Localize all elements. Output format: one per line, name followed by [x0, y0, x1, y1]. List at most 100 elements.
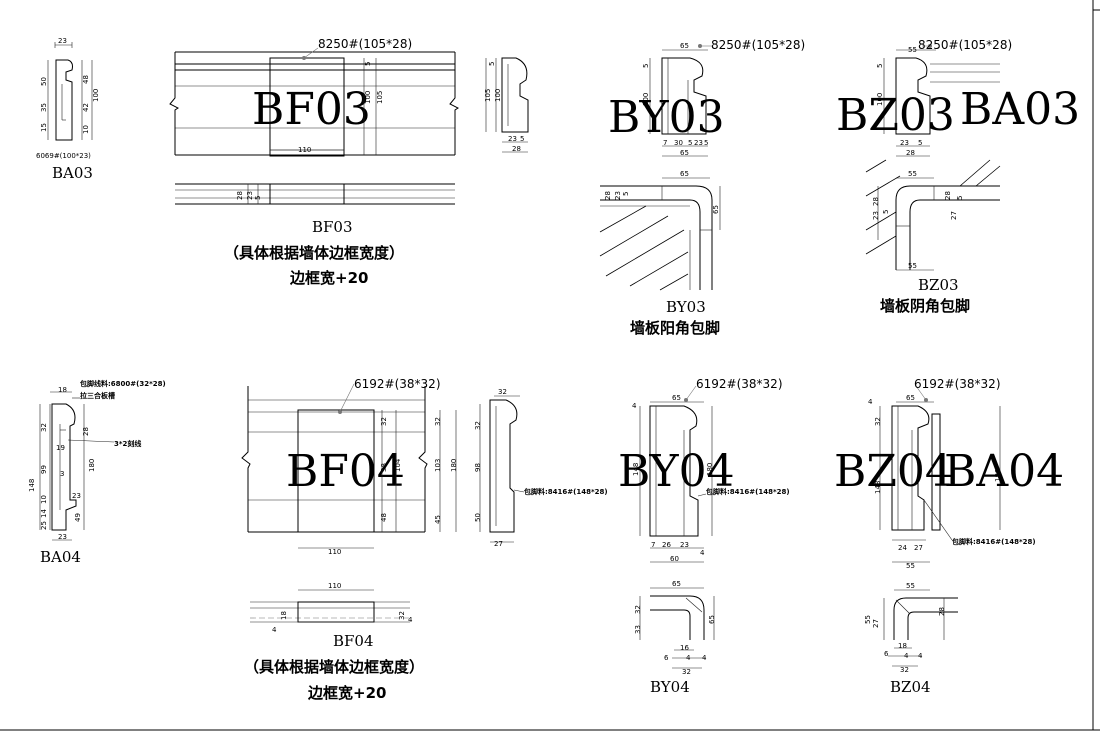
bz04-plan-dim-4b: 4 — [918, 652, 923, 660]
by04-plan-dim-32b: 32 — [682, 668, 691, 676]
by04-dim-4b: 4 — [700, 549, 705, 557]
by04-title: BY04 — [618, 446, 735, 497]
bf03-plan-dim-28: 28 — [236, 191, 244, 200]
ba04-dim-180: 180 — [88, 459, 96, 472]
bf03-side-dim-105: 105 — [484, 89, 492, 102]
bf03-plan-dim-23: 23 — [246, 191, 254, 200]
by04-dim-180: 180 — [706, 463, 714, 476]
ba04-dim-14: 14 — [40, 509, 48, 518]
by04-plan-dim-32: 32 — [634, 605, 642, 614]
by03-dim-5a: 5 — [688, 139, 692, 147]
by04-base-spec: 包脚料:8416#(148*28) — [706, 487, 790, 496]
bf04-dim-32b: 32 — [434, 417, 442, 426]
ba04-line-spec: 包脚线料:6800#(32*28) — [80, 379, 166, 388]
bz04-dim-55: 55 — [906, 562, 915, 570]
by03-spec: 8250#(105*28) — [711, 38, 805, 52]
ba03-top-dim: 23 — [58, 37, 67, 45]
ba03-profile: 23 50 35 15 48 42 10 100 6069#(100*23) B… — [36, 37, 100, 182]
bf04-side-dim-50: 50 — [474, 513, 482, 522]
bz04-plan-dim-55v: 55 — [864, 615, 872, 624]
ba03-dim-15: 15 — [40, 123, 48, 132]
ba03-spec: 6069#(100*23) — [36, 152, 91, 160]
bf03-side-dim-23: 23 — [508, 135, 517, 143]
bz04-plan-dim-27: 27 — [872, 619, 880, 628]
by04-dim-23: 23 — [680, 541, 689, 549]
bz03-plan-dim-27: 27 — [950, 211, 958, 220]
bf04-base-spec: 包脚料:8416#(148*28) — [524, 487, 608, 496]
bf04-side-dim-98: 98 — [474, 463, 482, 472]
ba04-dim-49: 49 — [74, 513, 82, 522]
bf03-side-profile: 105 100 5 23 5 28 — [484, 57, 529, 153]
bz03-caption: BZ03 — [918, 276, 959, 294]
ba03-dim-35: 35 — [40, 103, 48, 112]
by04-dim-26: 26 — [662, 541, 671, 549]
by03-dim-5: 5 — [642, 64, 650, 68]
ba04-dim-25: 25 — [40, 521, 48, 530]
bz03-plan-dim-55: 55 — [908, 170, 917, 178]
bz03-plan-dim-28: 28 — [872, 197, 880, 206]
by03-plan-dim-65: 65 — [680, 170, 689, 178]
bf03-dim-105: 105 — [376, 91, 384, 104]
ba04-dim-19: 19 — [56, 444, 65, 452]
bf04-side-profile: 32 32 98 50 27 包脚料:8416#(148*28) — [474, 388, 608, 548]
by03-plan-dim-65b: 65 — [712, 205, 720, 214]
bz04-plan-dim-28: 28 — [938, 607, 946, 616]
bf04-plan-dim-18: 18 — [280, 611, 288, 620]
by04-plan-dim-65b: 65 — [708, 615, 716, 624]
bf03-spec: 8250#(105*28) — [318, 37, 412, 51]
ba04-dim-28: 28 — [82, 427, 90, 436]
bf03-elevation: BF03 8250#(105*28) 110 5 100 105 — [169, 37, 459, 157]
bf04-note: （具体根据墙体边框宽度） — [244, 658, 424, 676]
bz04-dim-32: 32 — [874, 417, 882, 426]
bz04-spec: 6192#(38*32) — [914, 377, 1001, 391]
ba03-dim-48: 48 — [82, 75, 90, 84]
ba04-dim-23b: 23 — [58, 533, 67, 541]
bf04-dim-32: 32 — [380, 417, 388, 426]
ba04-title: BA04 — [944, 446, 1064, 497]
bf04-dim-45: 45 — [434, 515, 442, 524]
by03-dim-5b: 5 — [704, 139, 708, 147]
by04-plan: 65 32 33 65 16 6 4 4 32 BY04 — [634, 580, 716, 696]
bz04-base-spec: 包脚料:8416#(148*28) — [952, 537, 1036, 546]
bz04-dim-24: 24 — [898, 544, 907, 552]
by03-title: BY03 — [608, 92, 725, 143]
ba03-dim-10: 10 — [82, 125, 90, 134]
bf04-dim-48: 48 — [380, 513, 388, 522]
bf04-plan-dim-4: 4 — [272, 626, 277, 634]
bf04-title: BF04 — [286, 446, 405, 497]
by04-caption: BY04 — [650, 678, 690, 696]
bf03-side-dim-100: 100 — [494, 89, 502, 102]
by04-spec: 6192#(38*32) — [696, 377, 783, 391]
by04-dim-4: 4 — [632, 402, 637, 410]
bf04-side-dim-32v: 32 — [474, 421, 482, 430]
bz04-dim-148: 148 — [874, 481, 882, 494]
bz04-title: BZ04 — [834, 446, 953, 497]
bz03-plan-dim-5: 5 — [882, 210, 890, 214]
ba03-title: BA03 — [960, 84, 1080, 135]
bz04-plan-dim-18: 18 — [898, 642, 907, 650]
bf04-plan-dim-32: 32 — [398, 611, 406, 620]
bz04-plan: 55 27 55 28 18 6 4 4 32 BZ04 — [864, 582, 958, 696]
bf03-side-dim-5: 5 — [488, 62, 496, 66]
by03-desc: 墙板阳角包脚 — [630, 319, 720, 337]
ba04-dim-23: 23 — [72, 492, 81, 500]
bz03-spec: 8250#(105*28) — [918, 38, 1012, 52]
bf03-caption: BF03 — [312, 218, 353, 236]
bf04-side-dim-27: 27 — [494, 540, 503, 548]
bz03-plan-dim-28b: 28 — [944, 191, 952, 200]
by04-plan-dim-6: 6 — [664, 654, 669, 662]
ba03-dim-100: 100 — [92, 89, 100, 102]
bz04-plan-dim-55: 55 — [906, 582, 915, 590]
bf04-plan: 110 18 4 32 4 BF04 （具体根据墙体边框宽度） 边框宽+20 — [244, 582, 424, 702]
ba04-dim-148: 148 — [28, 479, 36, 492]
bz04-dim-180: 180 — [994, 469, 1002, 482]
ba04-dim-32: 32 — [40, 423, 48, 432]
bz03-plan-dim-23: 23 — [872, 211, 880, 220]
by03-plan-dim-28: 28 — [604, 191, 612, 200]
by03-dim-7: 7 — [663, 139, 667, 147]
bf03-plan-dim-5: 5 — [254, 196, 262, 200]
by04-dim-60: 60 — [670, 555, 679, 563]
bz03-dim-5: 5 — [876, 64, 884, 68]
bf04-side-dim-32: 32 — [498, 388, 507, 396]
